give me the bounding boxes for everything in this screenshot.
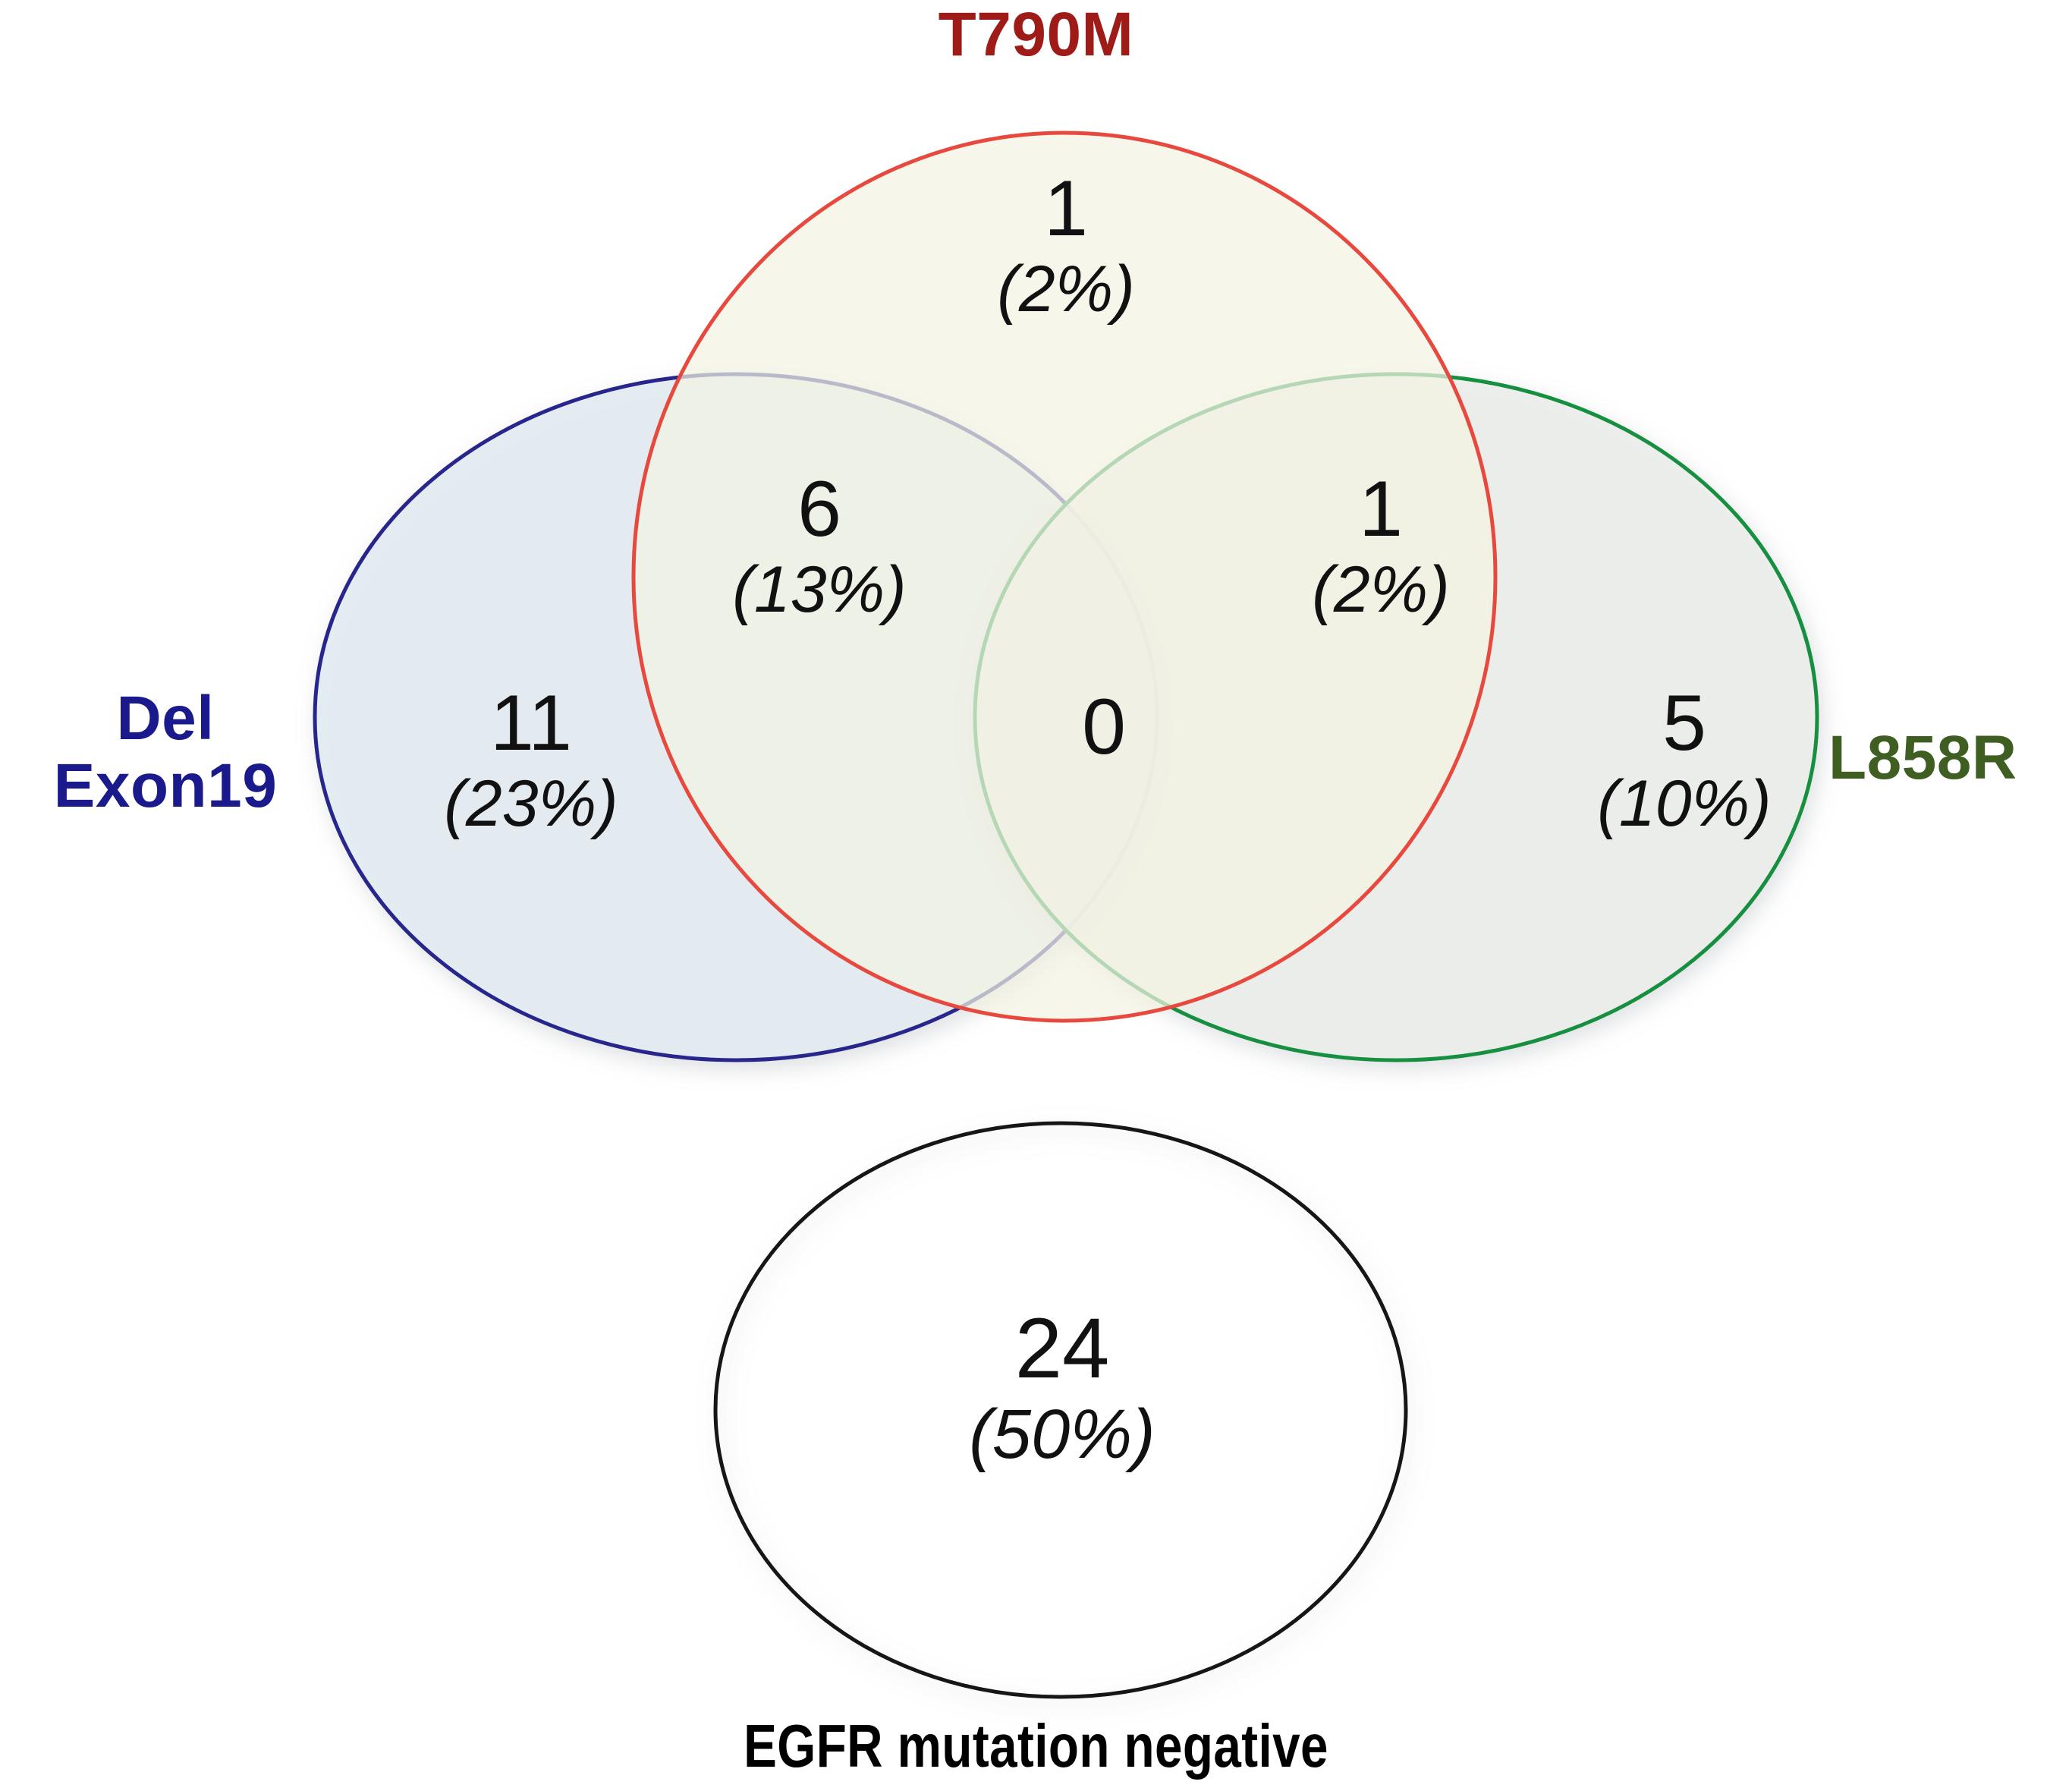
region-percent: (2%) [1312, 553, 1450, 627]
region-egfr-mutation-negative: 24 (50%) [895, 1305, 1229, 1471]
region-percent: (23%) [444, 767, 618, 841]
circle-t790m [631, 131, 1498, 1023]
set-label-del-exon19: Del Exon19 [53, 684, 278, 820]
region-count: 24 [1014, 1301, 1110, 1396]
region-percent: (13%) [732, 553, 907, 627]
region-t790m-only: 1 (2%) [914, 168, 1218, 323]
region-all-three-overlap: 0 [952, 687, 1256, 767]
region-percent: (50%) [969, 1396, 1155, 1474]
region-l858r-only: 5 (10%) [1533, 683, 1836, 838]
region-del-exon19-and-t790m: 6 (13%) [668, 469, 971, 624]
region-count: 0 [1082, 683, 1126, 771]
set-label-egfr-mutation-negative: EGFR mutation negative [744, 1712, 1328, 1780]
region-count: 6 [797, 465, 841, 553]
circle-egfr-negative [713, 1121, 1408, 1699]
region-percent: (2%) [997, 253, 1135, 326]
region-del-exon19-only: 11 (23%) [379, 683, 683, 838]
region-count: 5 [1662, 679, 1706, 767]
set-label-t790m: T790M [938, 0, 1134, 69]
set-label-l858r: L858R [1828, 723, 2017, 792]
region-count: 1 [1359, 465, 1403, 553]
region-count: 1 [1044, 165, 1088, 253]
region-t790m-and-l858r: 1 (2%) [1229, 469, 1533, 624]
region-percent: (10%) [1597, 767, 1772, 841]
region-count: 11 [490, 679, 572, 767]
